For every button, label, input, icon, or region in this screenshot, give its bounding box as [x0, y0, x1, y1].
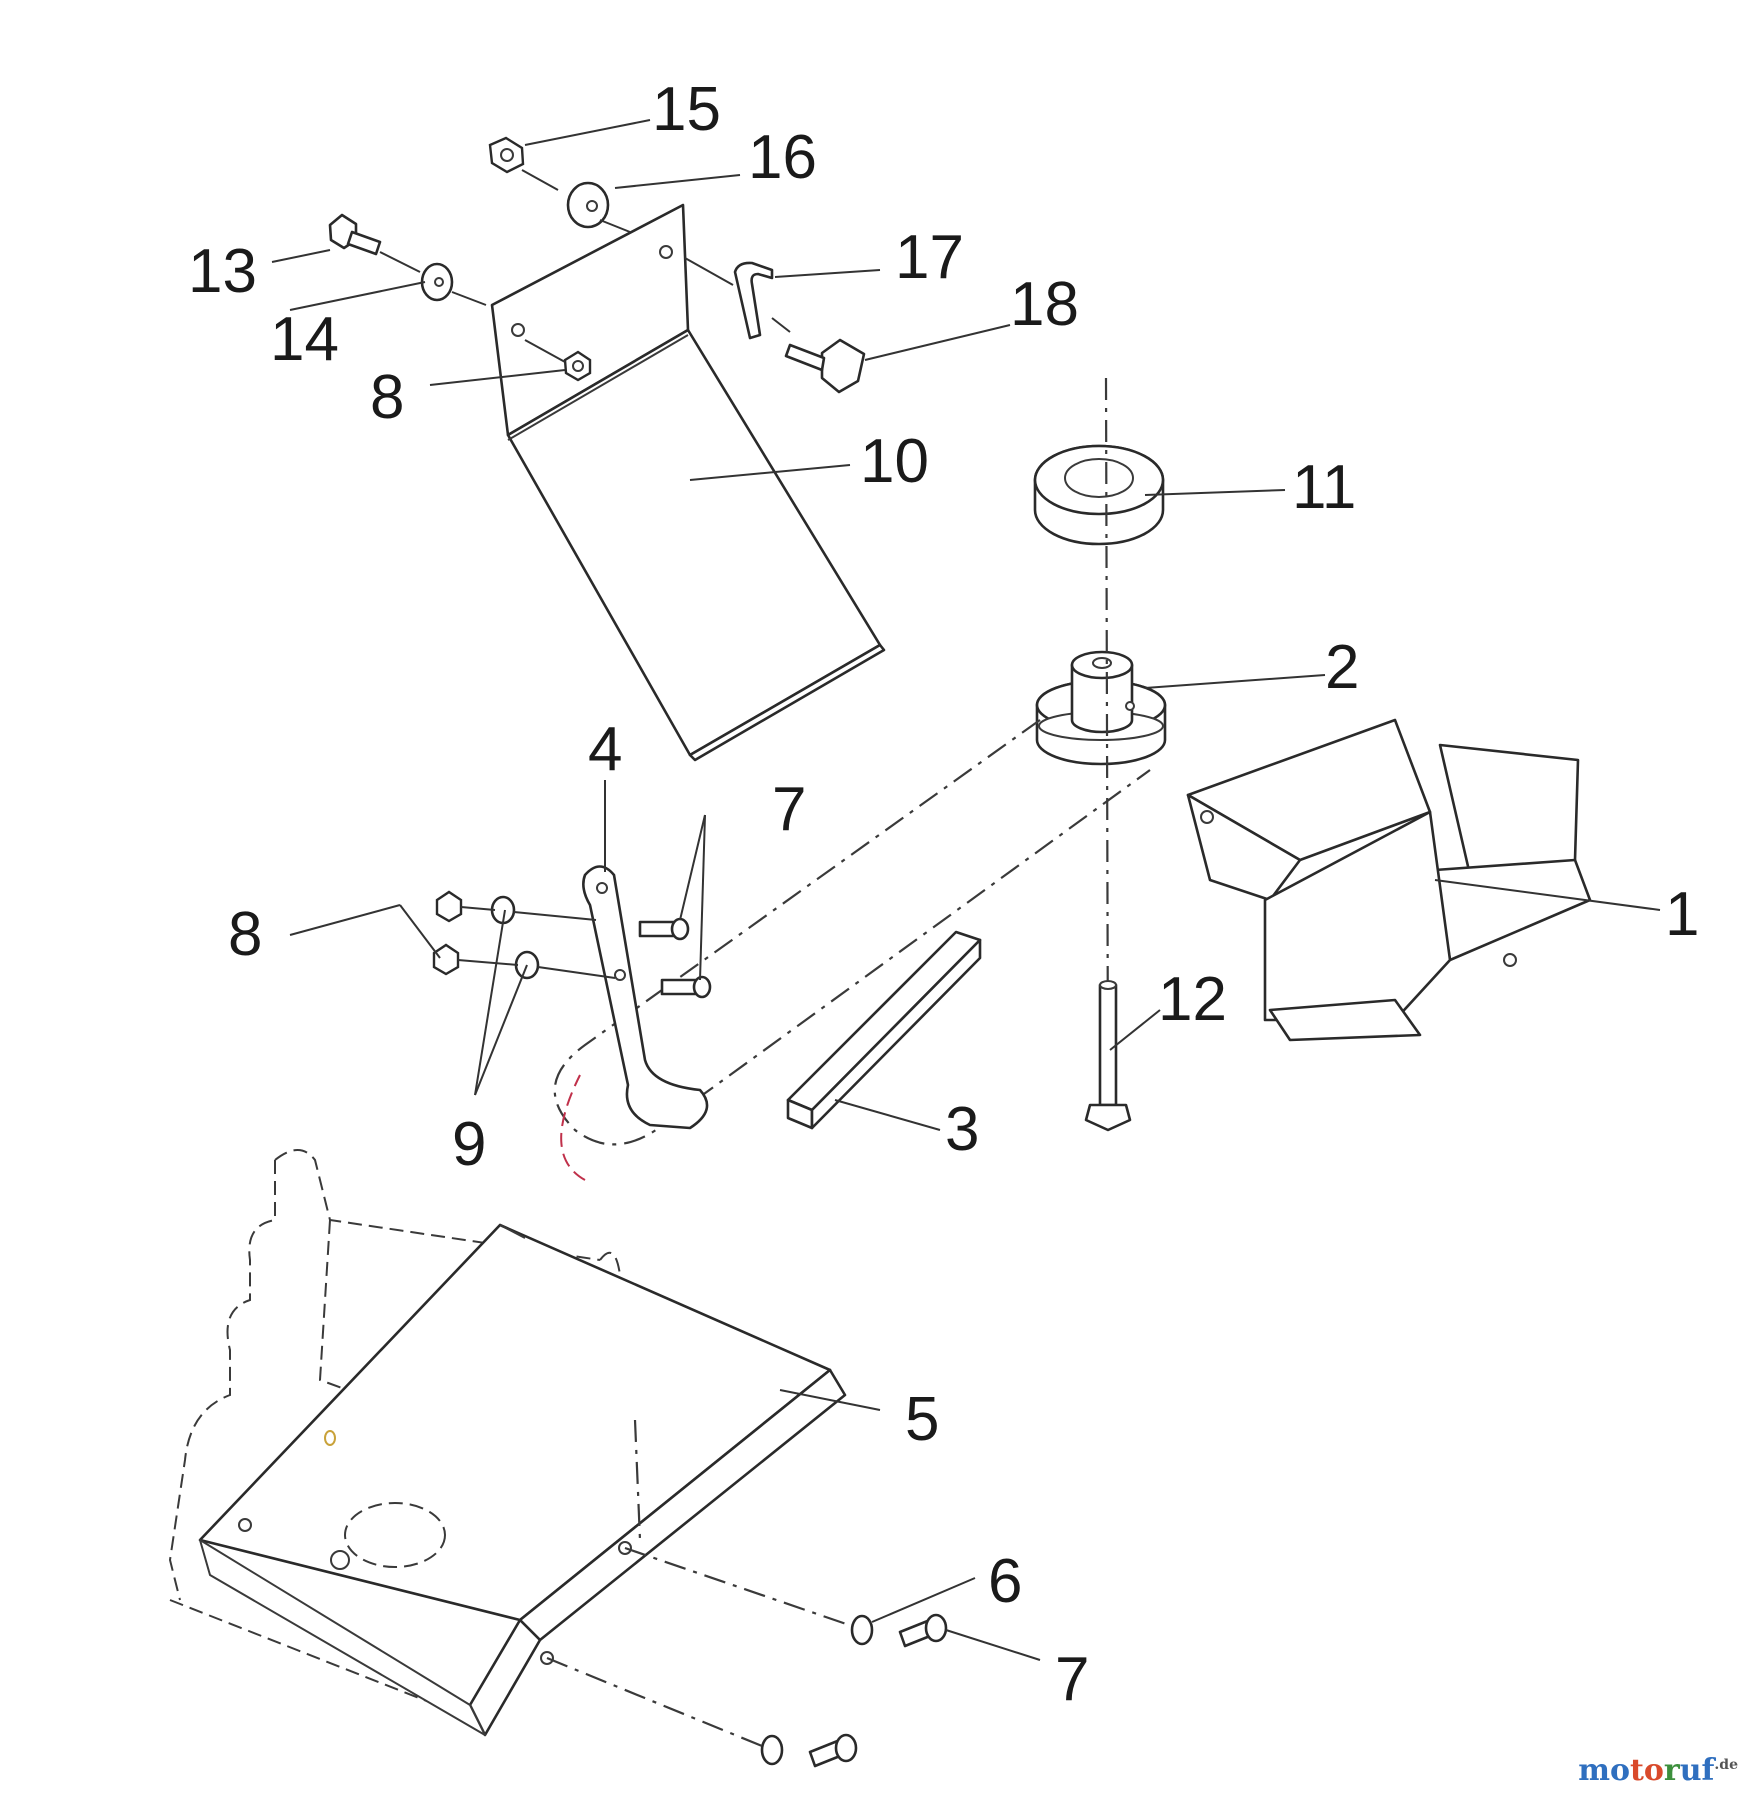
part-7-bolt-lever-1: [638, 917, 690, 941]
part-2-pulley: [1035, 650, 1167, 766]
watermark-part-1: mo: [1578, 1753, 1631, 1788]
part-3-spacer-bar: [786, 930, 982, 1130]
part-11-bushing: [1033, 444, 1165, 546]
callout-13: 13: [188, 237, 257, 306]
callout-1: 1: [1665, 880, 1699, 949]
callout-14: 14: [270, 305, 339, 374]
part-6-washer: [850, 1614, 874, 1646]
callout-5: 5: [905, 1385, 939, 1454]
part-8-nut-lever-1: [435, 890, 463, 923]
callout-2: 2: [1325, 633, 1359, 702]
part-12-shaft-bolt: [1084, 980, 1132, 1132]
part-8-nut-upper: [563, 350, 592, 382]
pulley-axis-line: [1104, 377, 1110, 1081]
part-18-bolt: [784, 338, 866, 394]
part-13-bolt: [328, 213, 382, 256]
callout-8-upper: 8: [370, 363, 404, 432]
part-16-washer: [566, 181, 610, 229]
part-10-deflector-plate: [490, 203, 886, 762]
part-17-clip: [733, 261, 774, 340]
watermark-part-2: to: [1630, 1753, 1664, 1788]
part-8-nut-lever-2: [432, 943, 460, 976]
assembly-guides-top: [379, 169, 791, 363]
callout-6: 6: [988, 1547, 1022, 1616]
part-1-impeller: [1186, 718, 1592, 1042]
part-14-washer: [420, 262, 454, 302]
watermark-part-4: uf: [1679, 1753, 1715, 1788]
watermark-part-3: r: [1663, 1753, 1680, 1788]
part-5-housing: [168, 1149, 847, 1737]
callout-16: 16: [748, 123, 817, 192]
motoruf-watermark-logo: motoruf.de: [1578, 1753, 1738, 1788]
callout-leader-lines: [271, 119, 1661, 1661]
assembly-guides-lever: [457, 906, 616, 979]
callout-11: 11: [1292, 453, 1356, 522]
callout-10: 10: [860, 427, 929, 496]
callout-7-upper: 7: [772, 775, 806, 844]
part-6-washer-lower: [760, 1734, 784, 1766]
watermark-suffix: .de: [1714, 1757, 1738, 1773]
callout-18: 18: [1010, 270, 1079, 339]
part-15-nut: [488, 136, 525, 174]
drive-belt-outline: [553, 719, 1151, 1181]
callout-4: 4: [588, 715, 622, 784]
part-4-lever-bracket: [582, 865, 709, 1130]
callout-3: 3: [945, 1095, 979, 1164]
assembly-guides-lower: [546, 1419, 853, 1748]
part-7-bolt-lower-2: [808, 1733, 858, 1768]
part-7-bolt-lower-1: [898, 1613, 948, 1648]
callout-12: 12: [1158, 965, 1227, 1034]
callout-9: 9: [452, 1110, 486, 1179]
callout-17: 17: [895, 223, 964, 292]
callout-15: 15: [652, 75, 721, 144]
part-7-bolt-lever-2: [660, 975, 712, 999]
callout-labels: 1 2 3 4 5 6 7 7 8 8 9 10 11 12 13 14 15 …: [188, 75, 1699, 1714]
callout-8-lower: 8: [228, 900, 262, 969]
callout-7-lower: 7: [1055, 1645, 1089, 1714]
